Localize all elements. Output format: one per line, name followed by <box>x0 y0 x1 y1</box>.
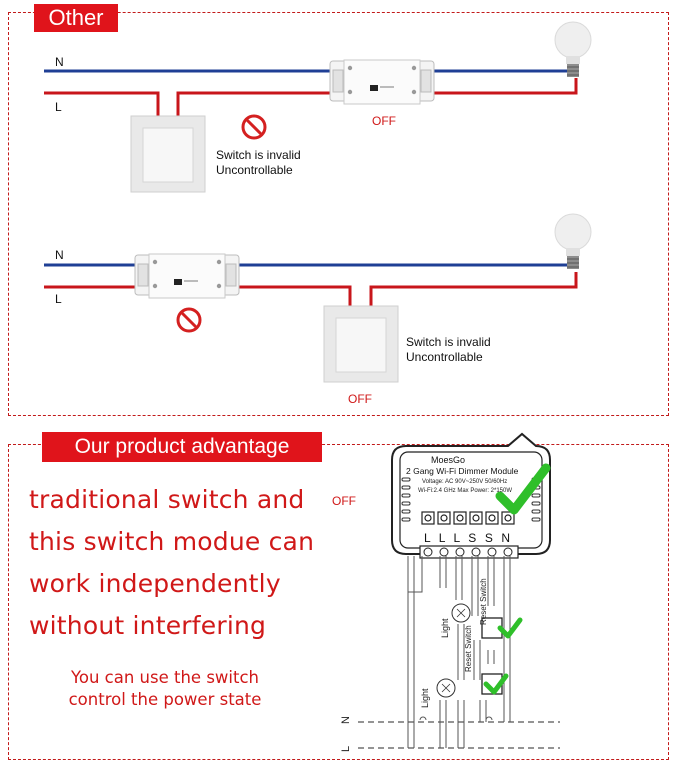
diagram2-wire-n-label: N <box>55 248 64 262</box>
module-brand: MoesGo <box>431 455 466 465</box>
reset-label-lower: Reset Switch <box>464 625 473 672</box>
diagram2-off-label: OFF <box>348 392 372 406</box>
diagram2-wire-l-label: L <box>55 292 62 306</box>
diagram2-prohibited-icon <box>176 307 202 333</box>
top-wiring-diagram <box>44 21 592 383</box>
check-icon-large <box>495 463 551 515</box>
bottom-panel <box>8 444 669 760</box>
module-terminal-labels: L L L S S N <box>424 531 513 545</box>
diagram2-bulb-icon <box>554 213 592 269</box>
bus-l-label: L <box>340 745 352 752</box>
headline-line-3: work independently <box>29 569 281 598</box>
advantage-tag: Our product advantage <box>42 432 322 462</box>
headline-line-1: traditional switch and <box>29 485 305 514</box>
diagram1-wall-switch <box>130 115 206 193</box>
sub-line-2: control the power state <box>68 690 262 709</box>
check-icon-upper <box>497 617 523 639</box>
diagram2-wall-switch <box>323 305 399 383</box>
headline-line-4: without interfering <box>29 611 267 640</box>
diagram1-wire-n-label: N <box>55 55 64 69</box>
light-label-lower: Light <box>420 688 430 708</box>
diagram1-off-label: OFF <box>372 114 396 128</box>
diagram2-note-line2: Uncontrollable <box>406 350 483 364</box>
bottom-bus-lines <box>358 721 560 749</box>
light-label-upper: Light <box>440 618 450 638</box>
module-spec-wifi: Wi-Fi:2.4 GHz Max Power: 2*150W <box>418 488 513 494</box>
other-tag: Other <box>34 4 118 32</box>
reset-label-upper: Reset Switch <box>479 578 488 625</box>
diagram1-note-line1: Switch is invalid <box>216 148 301 162</box>
diagram1-wire-l-label: L <box>55 100 62 114</box>
bottom-off-label: OFF <box>332 494 356 508</box>
diagram2-note-line1: Switch is invalid <box>406 335 491 349</box>
sub-line-1: You can use the switch <box>70 668 260 687</box>
top-panel <box>8 12 669 416</box>
module-spec-voltage: Voltage: AC 90V~250V 50/60Hz <box>422 479 508 485</box>
module-model: 2 Gang Wi-Fi Dimmer Module <box>406 466 519 476</box>
check-icon-lower <box>483 673 509 695</box>
dimmer-module-wires <box>407 556 511 748</box>
dimmer-module-body <box>391 432 551 559</box>
diagram1-prohibited-icon <box>241 114 267 140</box>
diagram2-smart-module <box>134 253 240 299</box>
headline-line-2: this switch modue can <box>29 527 315 556</box>
diagram1-smart-module <box>329 59 435 105</box>
diagram1-note-line2: Uncontrollable <box>216 163 293 177</box>
diagram1-bulb-icon <box>554 21 592 77</box>
bus-n-label: N <box>340 716 352 724</box>
